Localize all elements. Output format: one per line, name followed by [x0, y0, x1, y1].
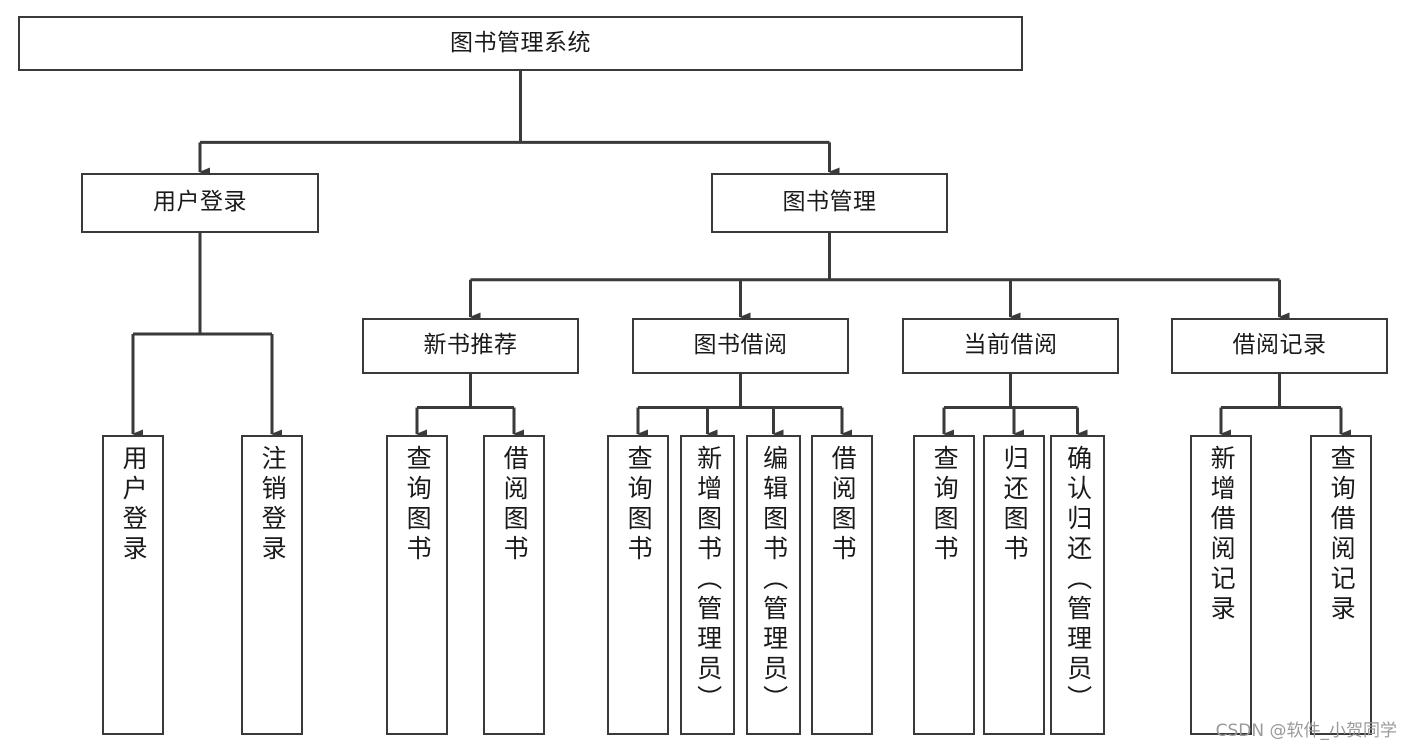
node-leaf-query-book-1[interactable]: 查询图书 [386, 435, 448, 735]
node-borrow-record[interactable]: 借阅记录 [1171, 318, 1388, 374]
node-label: 新增图书（管理员） [693, 445, 723, 715]
node-label: 查询图书 [403, 445, 433, 565]
node-leaf-query-book-2[interactable]: 查询图书 [607, 435, 669, 735]
node-label: 归还图书 [1000, 445, 1030, 565]
node-new-book-rec[interactable]: 新书推荐 [362, 318, 579, 374]
node-leaf-add-book[interactable]: 新增图书（管理员） [680, 435, 735, 735]
node-label: 确认归还（管理员） [1063, 445, 1093, 715]
node-leaf-return-book[interactable]: 归还图书 [983, 435, 1045, 735]
node-label: 借阅记录 [1232, 332, 1327, 359]
node-leaf-query-book-3[interactable]: 查询图书 [913, 435, 975, 735]
node-label: 当前借阅 [963, 332, 1058, 359]
node-label: 注销登录 [258, 445, 288, 565]
node-leaf-user-logout[interactable]: 注销登录 [241, 435, 303, 735]
node-label: 图书管理系统 [450, 29, 591, 56]
node-leaf-borrow-book-1[interactable]: 借阅图书 [483, 435, 545, 735]
node-label: 借阅图书 [500, 445, 530, 565]
node-book-borrow[interactable]: 图书借阅 [632, 318, 849, 374]
node-label: 查询图书 [930, 445, 960, 565]
node-label: 图书借阅 [693, 332, 788, 359]
node-leaf-confirm-return[interactable]: 确认归还（管理员） [1050, 435, 1105, 735]
node-label: 编辑图书（管理员） [759, 445, 789, 715]
node-label: 新书推荐 [423, 332, 518, 359]
node-label: 新增借阅记录 [1207, 445, 1237, 625]
node-leaf-query-record[interactable]: 查询借阅记录 [1310, 435, 1372, 735]
node-root[interactable]: 图书管理系统 [18, 16, 1023, 71]
node-current-borrow[interactable]: 当前借阅 [902, 318, 1119, 374]
node-leaf-borrow-book-2[interactable]: 借阅图书 [811, 435, 873, 735]
node-book-manage[interactable]: 图书管理 [711, 173, 948, 233]
node-label: 用户登录 [119, 445, 149, 565]
node-label: 查询图书 [624, 445, 654, 565]
node-label: 借阅图书 [828, 445, 858, 565]
node-user-login[interactable]: 用户登录 [81, 173, 319, 233]
node-label: 查询借阅记录 [1327, 445, 1357, 625]
node-leaf-edit-book[interactable]: 编辑图书（管理员） [746, 435, 801, 735]
watermark-credit: CSDN @软件_小贺同学 [1215, 721, 1397, 741]
node-leaf-user-login[interactable]: 用户登录 [102, 435, 164, 735]
node-label: 用户登录 [153, 189, 247, 216]
node-leaf-add-record[interactable]: 新增借阅记录 [1190, 435, 1252, 735]
node-label: 图书管理 [782, 189, 877, 216]
